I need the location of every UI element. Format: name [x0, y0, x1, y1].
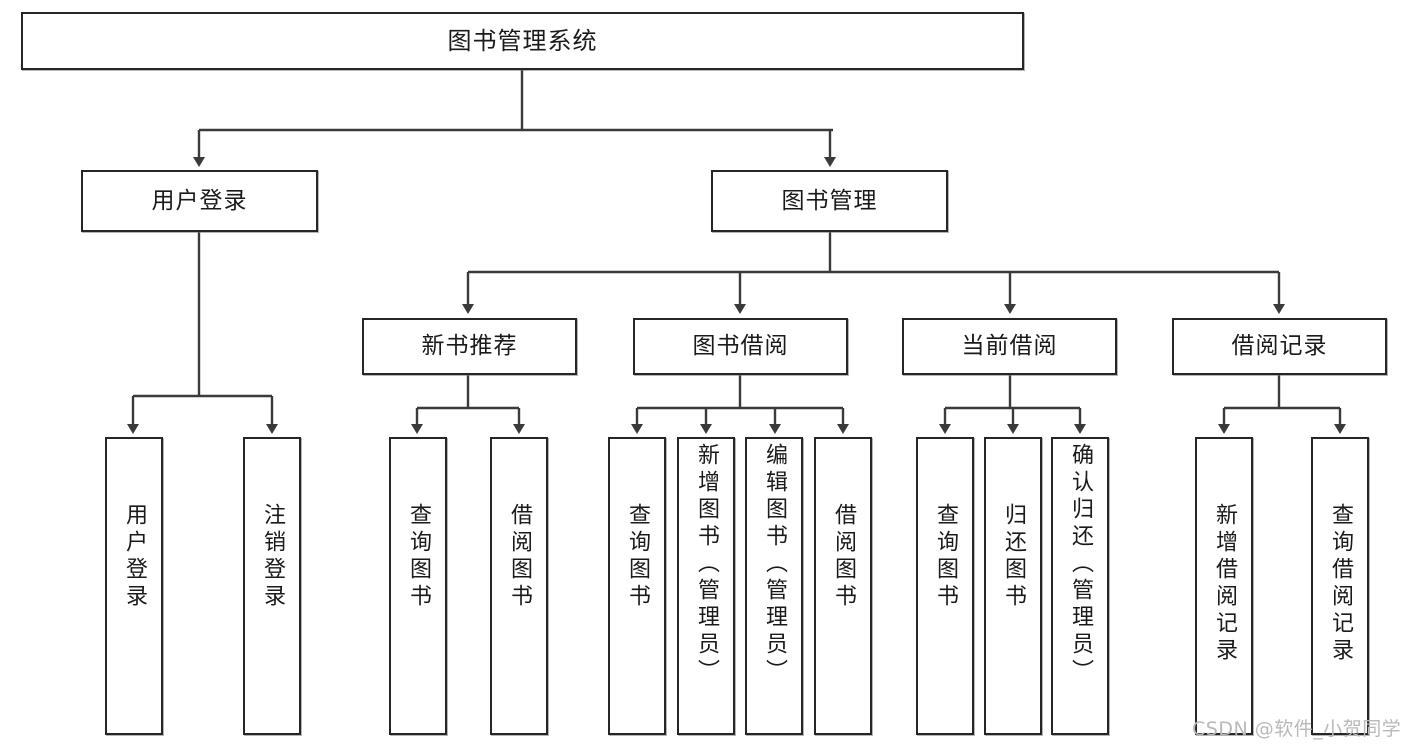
node-leaf-return-book[interactable]: 归还图书: [984, 437, 1042, 735]
node-label: 编辑图书（管理员）: [762, 443, 787, 686]
node-label: 确认归还（管理员）: [1068, 443, 1093, 686]
node-label: 查询图书: [625, 503, 650, 611]
node-label: 注销登录: [260, 503, 285, 611]
node-leaf-edit-book[interactable]: 编辑图书（管理员）: [745, 437, 803, 735]
node-leaf-logout-login[interactable]: 注销登录: [243, 437, 301, 735]
node-leaf-query-record[interactable]: 查询借阅记录: [1311, 437, 1369, 735]
node-label: 借阅图书: [507, 503, 532, 611]
node-label: 用户登录: [122, 503, 147, 611]
node-borrow-record[interactable]: 借阅记录: [1172, 318, 1387, 375]
node-leaf-query-book-2[interactable]: 查询图书: [608, 437, 666, 735]
node-leaf-query-book-1[interactable]: 查询图书: [389, 437, 447, 735]
node-current-borrow[interactable]: 当前借阅: [902, 318, 1117, 375]
node-user-login[interactable]: 用户登录: [81, 170, 318, 232]
node-leaf-borrow-book-1[interactable]: 借阅图书: [490, 437, 548, 735]
node-label: 借阅图书: [831, 503, 856, 611]
node-label: 查询图书: [406, 503, 431, 611]
node-label: 归还图书: [1001, 503, 1026, 611]
node-label: 图书管理系统: [447, 27, 598, 55]
node-label: 当前借阅: [961, 333, 1058, 360]
node-new-book-recommend[interactable]: 新书推荐: [362, 318, 577, 375]
node-book-management[interactable]: 图书管理: [711, 170, 948, 232]
node-leaf-add-record[interactable]: 新增借阅记录: [1195, 437, 1253, 735]
node-leaf-confirm-return[interactable]: 确认归还（管理员）: [1051, 437, 1109, 735]
node-label: 查询图书: [933, 503, 958, 611]
node-leaf-user-login[interactable]: 用户登录: [105, 437, 163, 735]
node-label: 用户登录: [151, 187, 248, 214]
node-label: 新增借阅记录: [1212, 503, 1237, 665]
node-label: 图书借阅: [692, 333, 789, 360]
csdn-watermark: CSDN @软件_小贺同学: [1192, 718, 1402, 740]
node-label: 借阅记录: [1231, 333, 1328, 360]
node-leaf-query-book-3[interactable]: 查询图书: [916, 437, 974, 735]
node-root-book-management-system[interactable]: 图书管理系统: [21, 12, 1024, 70]
node-label: 新书推荐: [421, 333, 518, 360]
node-leaf-borrow-book-2[interactable]: 借阅图书: [814, 437, 872, 735]
node-leaf-add-book[interactable]: 新增图书（管理员）: [677, 437, 735, 735]
node-label: 新增图书（管理员）: [694, 443, 719, 686]
node-book-borrow[interactable]: 图书借阅: [633, 318, 848, 375]
node-label: 查询借阅记录: [1328, 503, 1353, 665]
node-label: 图书管理: [781, 187, 878, 214]
